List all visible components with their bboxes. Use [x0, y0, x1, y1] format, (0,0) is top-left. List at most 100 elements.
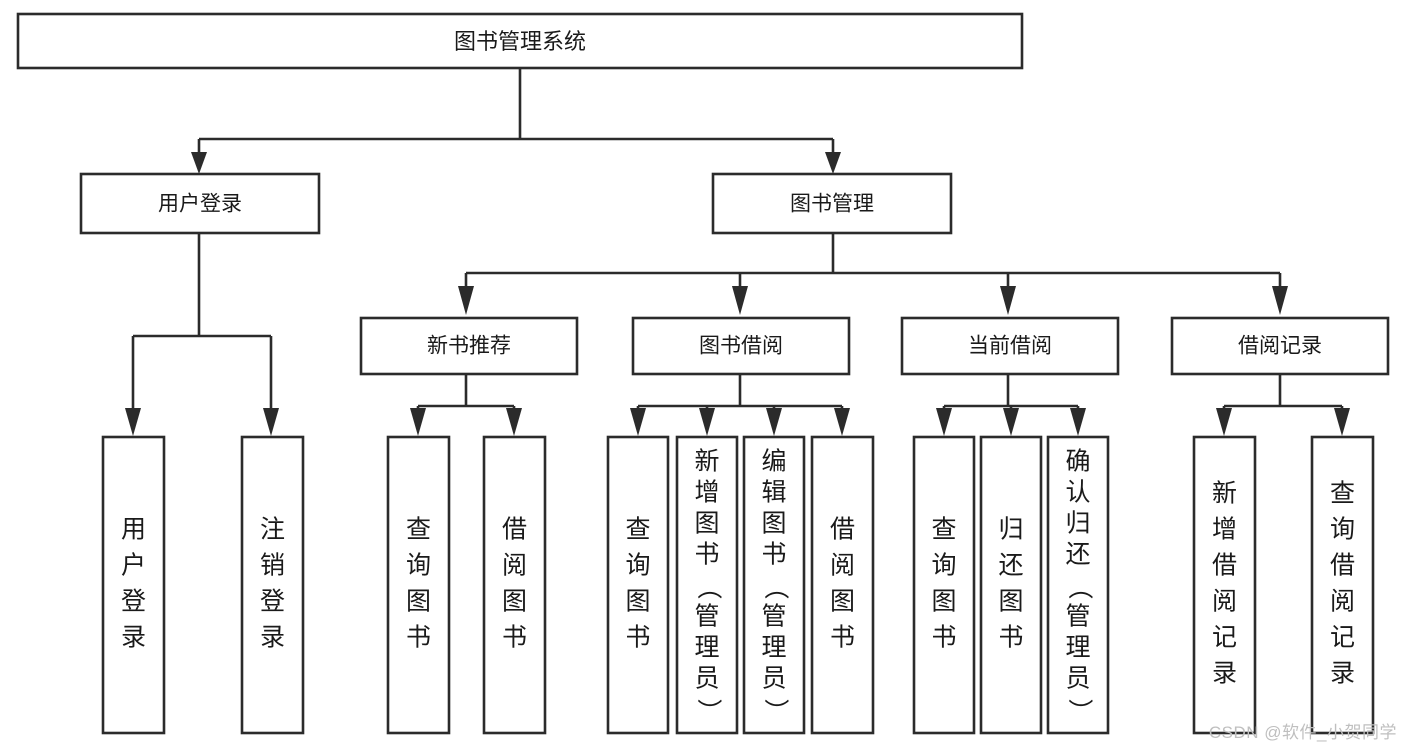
leaf-node-box[interactable]: [482, 435, 547, 735]
leaf-label-char: 图: [998, 588, 1023, 616]
leaf-node[interactable]: 用户登录: [101, 435, 166, 735]
arrow-head-leaf-logout-login: [263, 408, 279, 436]
leaf-node-box[interactable]: [742, 435, 806, 735]
leaf-label-char: 图: [625, 588, 650, 616]
arrow-head-leaf-query-book-2: [630, 408, 646, 436]
leaf-label-char: 认: [1065, 479, 1090, 507]
leaf-label-char: （: [761, 574, 789, 599]
node-root[interactable]: 图书管理系统: [16, 12, 1024, 70]
node-user-login-label: 用户登录: [158, 193, 242, 216]
leaf-label-char: 书: [761, 541, 786, 569]
leaf-node-box[interactable]: [810, 435, 875, 735]
node-new-book-recommend[interactable]: 新书推荐: [359, 316, 579, 376]
node-book-management-label: 图书管理: [790, 193, 874, 216]
leaf-node-box[interactable]: [1310, 435, 1375, 735]
leaf-label-char: 借: [1330, 552, 1355, 580]
leaf-label-char: 员: [761, 665, 786, 693]
watermark-text: CSDN @软件_小贺同学: [1208, 723, 1397, 742]
leaf-label-char: 员: [694, 665, 719, 693]
leaf-node-box[interactable]: [1046, 435, 1110, 735]
leaf-label-char: 新: [694, 448, 719, 476]
leaf-label-char: ）: [694, 698, 722, 723]
leaf-label-char: 图: [761, 510, 786, 538]
leaf-label-char: 理: [761, 634, 786, 662]
leaf-node-box[interactable]: [912, 435, 976, 735]
leaf-label-char: 录: [1330, 660, 1355, 688]
leaf-label-char: 录: [121, 624, 146, 652]
node-borrow-record[interactable]: 借阅记录: [1170, 316, 1390, 376]
leaf-node-label: 用户登录: [121, 516, 146, 652]
leaf-node-box[interactable]: [675, 435, 739, 735]
leaf-label-char: 增: [694, 479, 719, 507]
arrow-head-borrow-record: [1272, 286, 1288, 315]
leaf-node-box[interactable]: [606, 435, 670, 735]
leaf-label-char: 查: [1330, 480, 1355, 508]
arrow-head-leaf-borrow-book-1: [506, 408, 522, 436]
leaf-label-char: 图: [694, 510, 719, 538]
leaf-node-box[interactable]: [979, 435, 1043, 735]
arrow-head-leaf-query-book-3: [936, 408, 952, 436]
leaf-node-box[interactable]: [240, 435, 305, 735]
leaf-node-box[interactable]: [101, 435, 166, 735]
leaf-label-char: 书: [830, 624, 855, 652]
node-book-management[interactable]: 图书管理: [711, 172, 953, 235]
node-borrow-record-box[interactable]: [1170, 316, 1390, 376]
leaf-label-char: 图: [830, 588, 855, 616]
arrow-head-leaf-edit-book: [766, 408, 782, 436]
arrow-head-leaf-user-login: [125, 408, 141, 436]
node-root-box[interactable]: [16, 12, 1024, 70]
leaf-label-char: 图: [502, 588, 527, 616]
arrow-head-leaf-return-book: [1003, 408, 1019, 436]
leaf-label-char: 销: [260, 552, 285, 580]
leaf-label-char: 注: [260, 516, 285, 544]
arrow-head-leaf-add-book: [699, 408, 715, 436]
leaf-label-char: 辑: [761, 479, 786, 507]
leaf-node-box[interactable]: [1192, 435, 1257, 735]
leaf-node-box[interactable]: [386, 435, 451, 735]
leaf-label-char: 借: [830, 516, 855, 544]
leaf-label-char: 查: [406, 516, 431, 544]
arrow-head-book-borrow: [732, 286, 748, 315]
node-book-borrow[interactable]: 图书借阅: [631, 316, 851, 376]
node-book-management-box[interactable]: [711, 172, 953, 235]
node-current-borrow[interactable]: 当前借阅: [900, 316, 1120, 376]
leaf-label-char: 书: [406, 624, 431, 652]
leaf-label-char: 户: [121, 552, 146, 580]
arrow-head-current-borrow: [1000, 286, 1016, 315]
node-user-login[interactable]: 用户登录: [79, 172, 321, 235]
leaf-label-char: 确: [1065, 448, 1090, 476]
arrow-head-leaf-confirm-return: [1070, 408, 1086, 436]
arrow-head-leaf-query-book-1: [410, 408, 426, 436]
node-new-book-recommend-label: 新书推荐: [427, 335, 511, 358]
leaf-label-char: 询: [625, 552, 650, 580]
node-user-login-box[interactable]: [79, 172, 321, 235]
leaf-label-char: 阅: [1330, 588, 1355, 616]
leaf-label-char: ）: [761, 698, 789, 723]
node-root-label: 图书管理系统: [454, 29, 586, 54]
node-new-book-recommend-box[interactable]: [359, 316, 579, 376]
leaf-label-char: 记: [1212, 624, 1237, 652]
leaf-label-char: 查: [625, 516, 650, 544]
node-book-borrow-box[interactable]: [631, 316, 851, 376]
leaf-label-char: 借: [1212, 552, 1237, 580]
node-current-borrow-box[interactable]: [900, 316, 1120, 376]
leaf-label-char: 还: [1065, 541, 1090, 569]
